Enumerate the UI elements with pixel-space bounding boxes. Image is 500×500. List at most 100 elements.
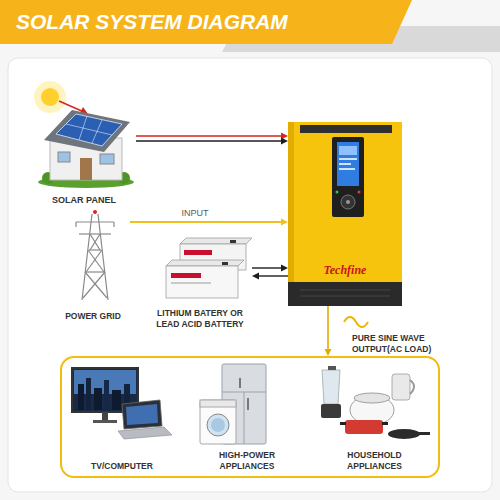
inverter-illustration-part — [288, 282, 402, 306]
connector — [136, 133, 288, 145]
high-power-illustration-part — [211, 418, 225, 432]
household-illustration — [321, 366, 430, 439]
inverter-illustration-part — [339, 158, 357, 160]
power-tower-illustration-part — [79, 233, 111, 234]
household-illustration-part — [388, 429, 420, 439]
power-tower-illustration-part — [75, 222, 76, 227]
tv-computer-illustration-part — [112, 390, 121, 410]
inverter-illustration-part — [336, 191, 339, 194]
connector-line — [130, 221, 282, 223]
household-illustration-part — [328, 366, 336, 370]
battery-illustration — [166, 238, 252, 298]
power-tower-illustration-part — [89, 249, 101, 250]
battery-illustration-part — [184, 250, 212, 255]
power-tower-illustration — [76, 210, 114, 300]
battery-illustration-part — [230, 240, 236, 243]
inverter-illustration-part — [288, 122, 294, 306]
household-illustration-part — [382, 422, 388, 425]
household-illustration-part — [322, 370, 340, 404]
tv-computer-illustration-part — [86, 378, 91, 410]
node-label: TV/COMPUTER — [72, 461, 172, 472]
inverter-illustration-part — [337, 142, 359, 186]
battery-illustration-part — [171, 282, 211, 284]
title-band — [0, 0, 500, 52]
power-tower-illustration-part — [85, 272, 107, 298]
node-label: LITHIUM BATERY OR LEAD ACID BATTERY — [150, 308, 250, 330]
arrow-head — [252, 273, 259, 280]
inverter-node: Techfine — [288, 122, 402, 306]
appliance-node: HOUSEHOLD APPLIANCES — [312, 362, 437, 474]
battery-node: LITHIUM BATERY OR LEAD ACID BATTERY — [148, 238, 252, 332]
house-solar-illustration-part — [41, 88, 59, 106]
power-tower-illustration-part — [93, 210, 97, 214]
inverter-illustration — [288, 122, 402, 306]
card-panel — [8, 58, 492, 492]
high-power-illustration-part — [239, 378, 241, 388]
tv-computer-illustration-part — [93, 420, 117, 423]
node-label: Techfine — [295, 264, 395, 277]
house-solar-illustration-part — [44, 110, 130, 152]
house-solar-illustration — [34, 81, 134, 188]
connector-line — [136, 140, 282, 142]
house-solar-illustration-part — [66, 124, 112, 135]
high-power-illustration-part — [200, 400, 236, 444]
title-text: SOLAR SYSTEM DIAGRAM — [16, 9, 288, 35]
connector-line — [136, 135, 282, 137]
solar-panel-node: SOLAR PANEL — [32, 86, 136, 208]
connector — [252, 265, 288, 280]
high-power-illustration-part — [244, 392, 245, 444]
appliance-node: HIGH-POWER APPLIANCES — [187, 362, 307, 474]
house-solar-illustration-part — [92, 120, 102, 143]
appliance-node: TV/COMPUTER — [67, 362, 177, 474]
house-solar-illustration-part — [100, 154, 114, 164]
house-solar-illustration-part — [59, 101, 84, 112]
connector-line — [252, 267, 282, 268]
sine-wave-symbol — [344, 317, 368, 327]
inverter-illustration-part — [300, 290, 390, 291]
inverter-illustration-part — [339, 163, 351, 165]
high-power-illustration-part — [247, 398, 249, 410]
power-tower-illustration-part — [98, 214, 108, 300]
household-illustration-part — [354, 393, 390, 403]
power-tower-illustration-part — [90, 234, 100, 250]
battery-illustration-part — [166, 260, 244, 266]
house-solar-illustration-part — [79, 116, 87, 140]
node-label: HOUSEHOLD APPLIANCES — [330, 450, 420, 472]
connector-line — [327, 306, 329, 350]
high-power-illustration — [200, 364, 266, 444]
tv-computer-illustration-part — [118, 427, 172, 439]
power-tower-illustration-part — [83, 272, 105, 298]
arrow-head — [281, 219, 288, 226]
tv-computer-illustration-part — [78, 384, 84, 410]
power-tower-illustration-part — [86, 271, 104, 272]
output-heading: PURE SINE WAVE OUTPUT(AC LOAD) — [352, 333, 450, 355]
house-solar-illustration-part — [34, 81, 66, 113]
inverter-illustration-part — [339, 168, 355, 170]
title-band-part — [0, 0, 412, 44]
battery-illustration-part — [166, 266, 238, 298]
arrow-head — [281, 138, 288, 145]
high-power-illustration-part — [207, 414, 229, 436]
household-illustration-part — [340, 422, 346, 425]
tv-computer-illustration-part — [122, 400, 162, 429]
inverter-illustration-part — [341, 195, 355, 209]
inverter-illustration-part — [358, 191, 361, 194]
tv-computer-illustration-part — [102, 412, 108, 421]
power-tower-illustration-part — [90, 234, 100, 250]
household-illustration-part — [321, 404, 341, 418]
edge-label: INPUT — [180, 208, 211, 219]
node-label: SOLAR PANEL — [34, 195, 134, 206]
inverter-illustration-part — [339, 146, 357, 155]
inverter-illustration-part — [300, 296, 390, 297]
inverter-illustration-part — [332, 137, 364, 217]
node-label: POWER GRID — [58, 311, 128, 322]
connector — [130, 219, 288, 226]
household-illustration-part — [410, 380, 414, 394]
arrow-head — [281, 265, 288, 272]
battery-illustration-part — [171, 273, 201, 278]
load-panel: PURE SINE WAVE OUTPUT(AC LOAD)TV/COMPUTE… — [60, 356, 440, 478]
battery-illustration-part — [222, 262, 228, 265]
